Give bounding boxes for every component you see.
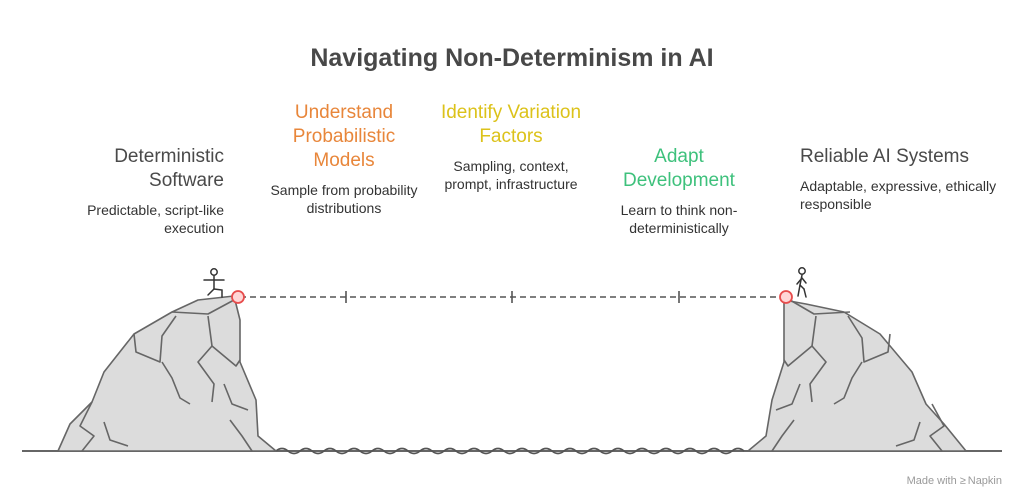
step-reliable-ai-systems: Reliable AI Systems Adaptable, expressiv… bbox=[800, 145, 1000, 213]
step-understand-probabilistic-models: Understand Probabilistic Models Sample f… bbox=[262, 101, 426, 217]
step-description: Sampling, context, prompt, infrastructur… bbox=[444, 158, 578, 192]
step-label: Reliable AI Systems bbox=[800, 146, 969, 167]
step-adapt-development: Adapt Development Learn to think non-det… bbox=[598, 145, 760, 237]
step-identify-variation-factors: Identify Variation Factors Sampling, con… bbox=[430, 101, 592, 193]
diagram-title: Navigating Non-Determinism in AI bbox=[310, 44, 714, 72]
napkin-logo-icon: ≥ bbox=[959, 475, 966, 487]
step-label: Deterministic Software bbox=[114, 146, 224, 191]
end-node bbox=[779, 290, 793, 304]
right-cliff bbox=[747, 299, 967, 452]
made-with-napkin-footer[interactable]: Made with≥Napkin bbox=[907, 475, 1002, 487]
step-deterministic-software: Deterministic Software Predictable, scri… bbox=[40, 145, 224, 237]
step-description: Sample from probability distributions bbox=[270, 182, 418, 216]
step-description: Predictable, script-like execution bbox=[87, 202, 224, 236]
step-label: Identify Variation Factors bbox=[440, 102, 582, 147]
footer-brand: Napkin bbox=[967, 475, 1002, 487]
right-person-icon bbox=[796, 267, 807, 298]
footer-prefix: Made with bbox=[906, 475, 957, 487]
step-description: Adaptable, expressive, ethically respons… bbox=[800, 178, 997, 212]
water-waves bbox=[275, 447, 745, 455]
step-label: Understand Probabilistic Models bbox=[292, 102, 396, 171]
left-cliff bbox=[57, 295, 277, 452]
step-description: Learn to think non-deterministically bbox=[620, 202, 738, 236]
left-person-icon bbox=[203, 268, 225, 298]
step-label: Adapt Development bbox=[623, 146, 735, 191]
start-node bbox=[231, 290, 245, 304]
